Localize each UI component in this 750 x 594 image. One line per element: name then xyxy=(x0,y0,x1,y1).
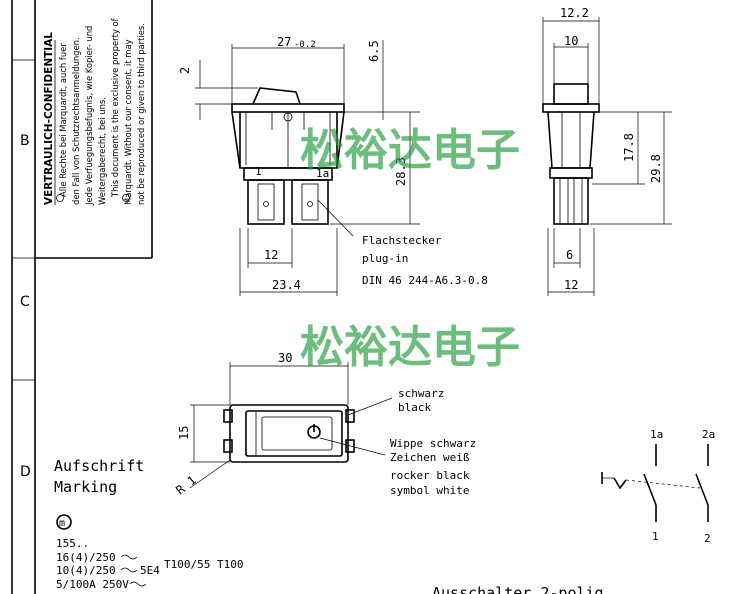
dim-17-8: 17.8 xyxy=(622,133,636,162)
marking-aufschrift: Aufschrift xyxy=(54,457,144,475)
marking-code: 155.. xyxy=(56,537,89,550)
side-view xyxy=(542,83,600,225)
label-symbol: symbol white xyxy=(390,484,469,497)
terminal-label-1a: 1a xyxy=(316,167,329,180)
grid-row-b: B xyxy=(20,133,30,149)
dim-6: 6 xyxy=(566,248,573,262)
dim-2: 2 xyxy=(178,67,192,74)
drawing-frame xyxy=(11,0,153,594)
dim-10: 10 xyxy=(564,34,578,48)
confidential-line-4: Weitergaberecht, bei uns. xyxy=(97,97,107,205)
marking-rating-2-suffix: 5E4 xyxy=(140,564,160,577)
confidential-line-1: Alle Rechte bei Marquardt, auch fuer xyxy=(58,43,68,197)
confidential-line-2: den Fall von Schutzrechtsanmeldungen. xyxy=(71,37,81,205)
confidential-line-3: Jede Verfuegungsbefugnis, wie Kopier- un… xyxy=(84,26,94,206)
dim-6-5: 6.5 xyxy=(367,40,381,62)
dim-radius: R 1 xyxy=(173,473,199,497)
label-din: DIN 46 244-A6.3-0.8 xyxy=(362,274,488,287)
label-schwarz: schwarz xyxy=(398,387,444,400)
marking-rating-3: 5/100A 250V xyxy=(56,578,129,591)
label-wippe: Wippe schwarz xyxy=(390,437,476,450)
confidential-title: VERTRAULICH-CONFIDENTIAL xyxy=(43,32,55,205)
dim-12-2: 12.2 xyxy=(560,6,589,20)
confidential-line-7: not be reproduced or given to third part… xyxy=(136,23,146,205)
confidential-notice: VERTRAULICH-CONFIDENTIAL Alle Rechte bei… xyxy=(43,17,146,206)
marking-marking: Marking xyxy=(54,478,117,496)
dim-28-3: 28.3 xyxy=(394,157,408,186)
watermark-top: 松裕达电子 xyxy=(300,125,520,176)
dim-23-4: 23.4 xyxy=(272,278,301,292)
side-dimensions xyxy=(542,17,672,296)
dim-29-8: 29.8 xyxy=(649,154,663,183)
marking-temp: T100/55 T100 xyxy=(164,558,243,571)
dim-12-bottom: 12 xyxy=(264,248,278,262)
schematic-label-1: 1 xyxy=(652,530,659,543)
schematic-label-2: 2 xyxy=(704,532,711,545)
dim-15: 15 xyxy=(177,426,191,440)
terminal-label-1: 1 xyxy=(255,165,262,178)
top-view xyxy=(223,404,355,463)
grid-row-c: C xyxy=(20,294,30,310)
switch-schematic xyxy=(601,444,709,522)
watermark-middle: 松裕达电子 xyxy=(300,322,520,373)
label-flachstecker: Flachstecker xyxy=(362,234,442,247)
ac-symbol-3 xyxy=(129,581,147,587)
label-plug-in: plug-in xyxy=(362,252,408,265)
label-rocker: rocker black xyxy=(390,469,470,482)
copyright-icon xyxy=(56,194,64,202)
label-black: black xyxy=(398,401,431,414)
ac-symbol-2 xyxy=(120,567,138,573)
dim-12-side: 12 xyxy=(564,278,578,292)
schematic-label-2a: 2a xyxy=(702,428,715,441)
marking-rating-1: 16(4)/250 xyxy=(56,551,116,564)
confidential-line-5: This document is the exclusive property … xyxy=(110,17,120,198)
front-view xyxy=(231,87,345,225)
front-dimensions xyxy=(195,40,420,296)
label-zeichen: Zeichen weiß xyxy=(390,451,470,464)
ac-symbol-1 xyxy=(120,554,138,560)
schematic-label-1a: 1a xyxy=(650,428,663,441)
dim-27: 27 xyxy=(277,35,291,49)
footer-title: Ausschalter 2-polig xyxy=(432,584,604,594)
top-dimensions xyxy=(189,362,393,489)
confidential-line-6: Marquardt. Without our consent, it may xyxy=(123,39,133,205)
dim-30: 30 xyxy=(278,351,292,365)
grid-row-d: D xyxy=(20,464,31,480)
marquardt-logo xyxy=(56,514,72,530)
copyright-icon-2 xyxy=(122,194,130,202)
dim-27-tolerance: -0.2 xyxy=(294,40,316,50)
marking-rating-2: 10(4)/250 xyxy=(56,564,116,577)
marquardt-logo-text: m xyxy=(59,518,65,529)
